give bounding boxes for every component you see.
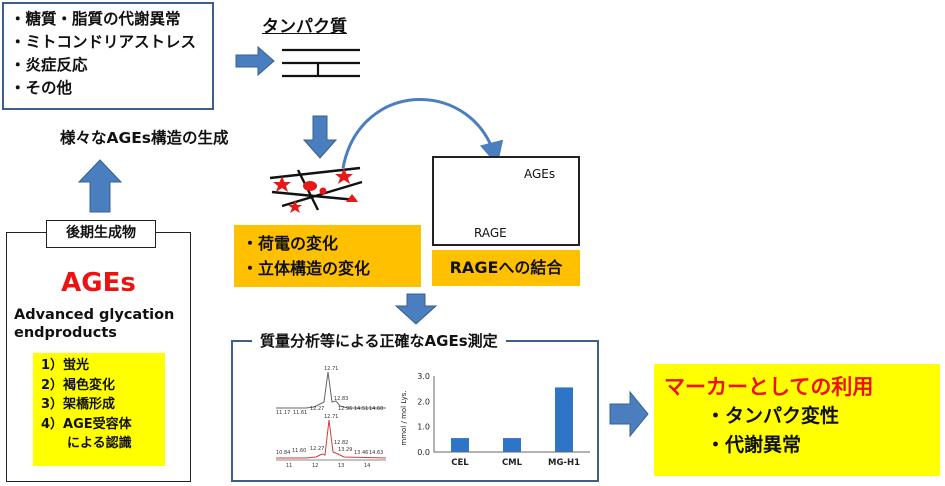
causes-box: ・糖質・脂質の代謝異常 ・ミトコンドリアストレス ・炎症反応 ・その他: [2, 2, 214, 110]
chart-ylabel: mmol / mol Lys.: [400, 390, 408, 445]
ages-property: 3）架橋形成: [41, 397, 116, 412]
curved-arrow: [341, 98, 504, 169]
ages-property: 1）蛍光: [41, 358, 90, 373]
chart-ytick: 0.0: [417, 448, 430, 457]
chrom-label: 12.82: [334, 440, 348, 446]
rage-frame: [432, 156, 580, 246]
chart-xtick: MG-H1: [548, 458, 580, 468]
chrom-axis-tick: 14: [364, 463, 370, 469]
chrom-label: 10.84: [276, 450, 290, 456]
cause-item: ・その他: [10, 79, 73, 97]
chrom-axis-tick: 12: [312, 463, 318, 469]
chrom-label: 12.27: [310, 406, 324, 412]
chrom-label: 14.51: [354, 406, 368, 412]
marker-title: マーカーとしての利用: [664, 375, 874, 399]
chrom-label: 13.46: [354, 450, 368, 456]
chrom-axis-tick: 11: [286, 463, 292, 469]
chrom-label: 11.61: [293, 410, 307, 416]
chrom-label: 11.17: [276, 410, 290, 416]
marker-box: マーカーとしての利用 ・タンパク変性 ・代謝異常: [654, 364, 940, 476]
chart-ytick: 1.0: [417, 423, 430, 432]
ms-title: 質量分析等による正確なAGEs測定: [252, 330, 506, 351]
ages-caption: 後期生成物: [46, 220, 156, 248]
change-item: ・荷電の変化: [242, 234, 339, 253]
chrom-label: 13.29: [338, 447, 352, 453]
chart-ytick: 3.0: [417, 372, 430, 381]
chart-bar: [503, 438, 521, 452]
chart-axis: [433, 376, 590, 453]
chart-xtick: CML: [502, 458, 523, 468]
chromatogram: 12.71 11.17 11.61 12.27 12.83 12.96 14.5…: [276, 366, 386, 469]
marker-item: ・代謝異常: [706, 434, 802, 456]
crosslinked-protein-icon: [269, 166, 363, 213]
ages-property: 2）褐色変化: [41, 377, 116, 393]
arrow-up: [77, 159, 123, 213]
ages-full-name: Advanced glycation endproducts: [14, 306, 174, 342]
chrom-label: 12.27: [310, 446, 324, 452]
chart-bar: [451, 438, 469, 452]
chrom-label: 12.71: [324, 414, 338, 420]
protein-title: タンパク質: [262, 17, 347, 37]
protein-changes-box: ・荷電の変化 ・立体構造の変化: [234, 225, 421, 287]
ages-title: AGEs: [61, 268, 136, 298]
bar-chart: mmol / mol Lys. 0.0 1.0 2.0 3.0 CEL CML MG-H1: [400, 372, 590, 468]
arrow-down-1: [302, 115, 338, 159]
marker-item: ・タンパク変性: [706, 405, 840, 427]
ages-property: 4）AGE受容体: [41, 416, 132, 432]
chrom-label: 12.71: [324, 366, 338, 372]
arrow-down-2: [394, 293, 438, 325]
rage-binding-box: RAGEへの結合: [432, 250, 580, 286]
ages-full-name-line: Advanced glycation: [14, 307, 175, 323]
chrom-label: 12.96: [338, 406, 352, 412]
chart-bar: [555, 387, 573, 452]
arrow-right-1: [235, 45, 275, 77]
chrom-axis-tick: 13: [338, 463, 344, 469]
chrom-label: 12.83: [334, 396, 348, 402]
arrow-right-2: [609, 390, 649, 438]
chrom-label: 14.63: [369, 450, 383, 456]
ages-full-name-line: endproducts: [14, 325, 117, 341]
ages-properties: 1）蛍光 2）褐色変化 3）架橋形成 4）AGE受容体 による認識: [33, 353, 165, 466]
cause-item: ・炎症反応: [10, 56, 88, 74]
chrom-label: 11.60: [292, 448, 306, 454]
chart-ytick: 2.0: [417, 397, 430, 406]
ages-property: による認識: [67, 436, 132, 451]
change-item: ・立体構造の変化: [242, 259, 371, 278]
cause-item: ・ミトコンドリアストレス: [10, 33, 197, 51]
chart-xtick: CEL: [451, 458, 469, 468]
cause-item: ・糖質・脂質の代謝異常: [10, 10, 181, 28]
chrom-label: 14.60: [369, 406, 383, 412]
ages-formation-label: 様々なAGEs構造の生成: [60, 129, 229, 147]
protein-lines: [282, 48, 360, 78]
